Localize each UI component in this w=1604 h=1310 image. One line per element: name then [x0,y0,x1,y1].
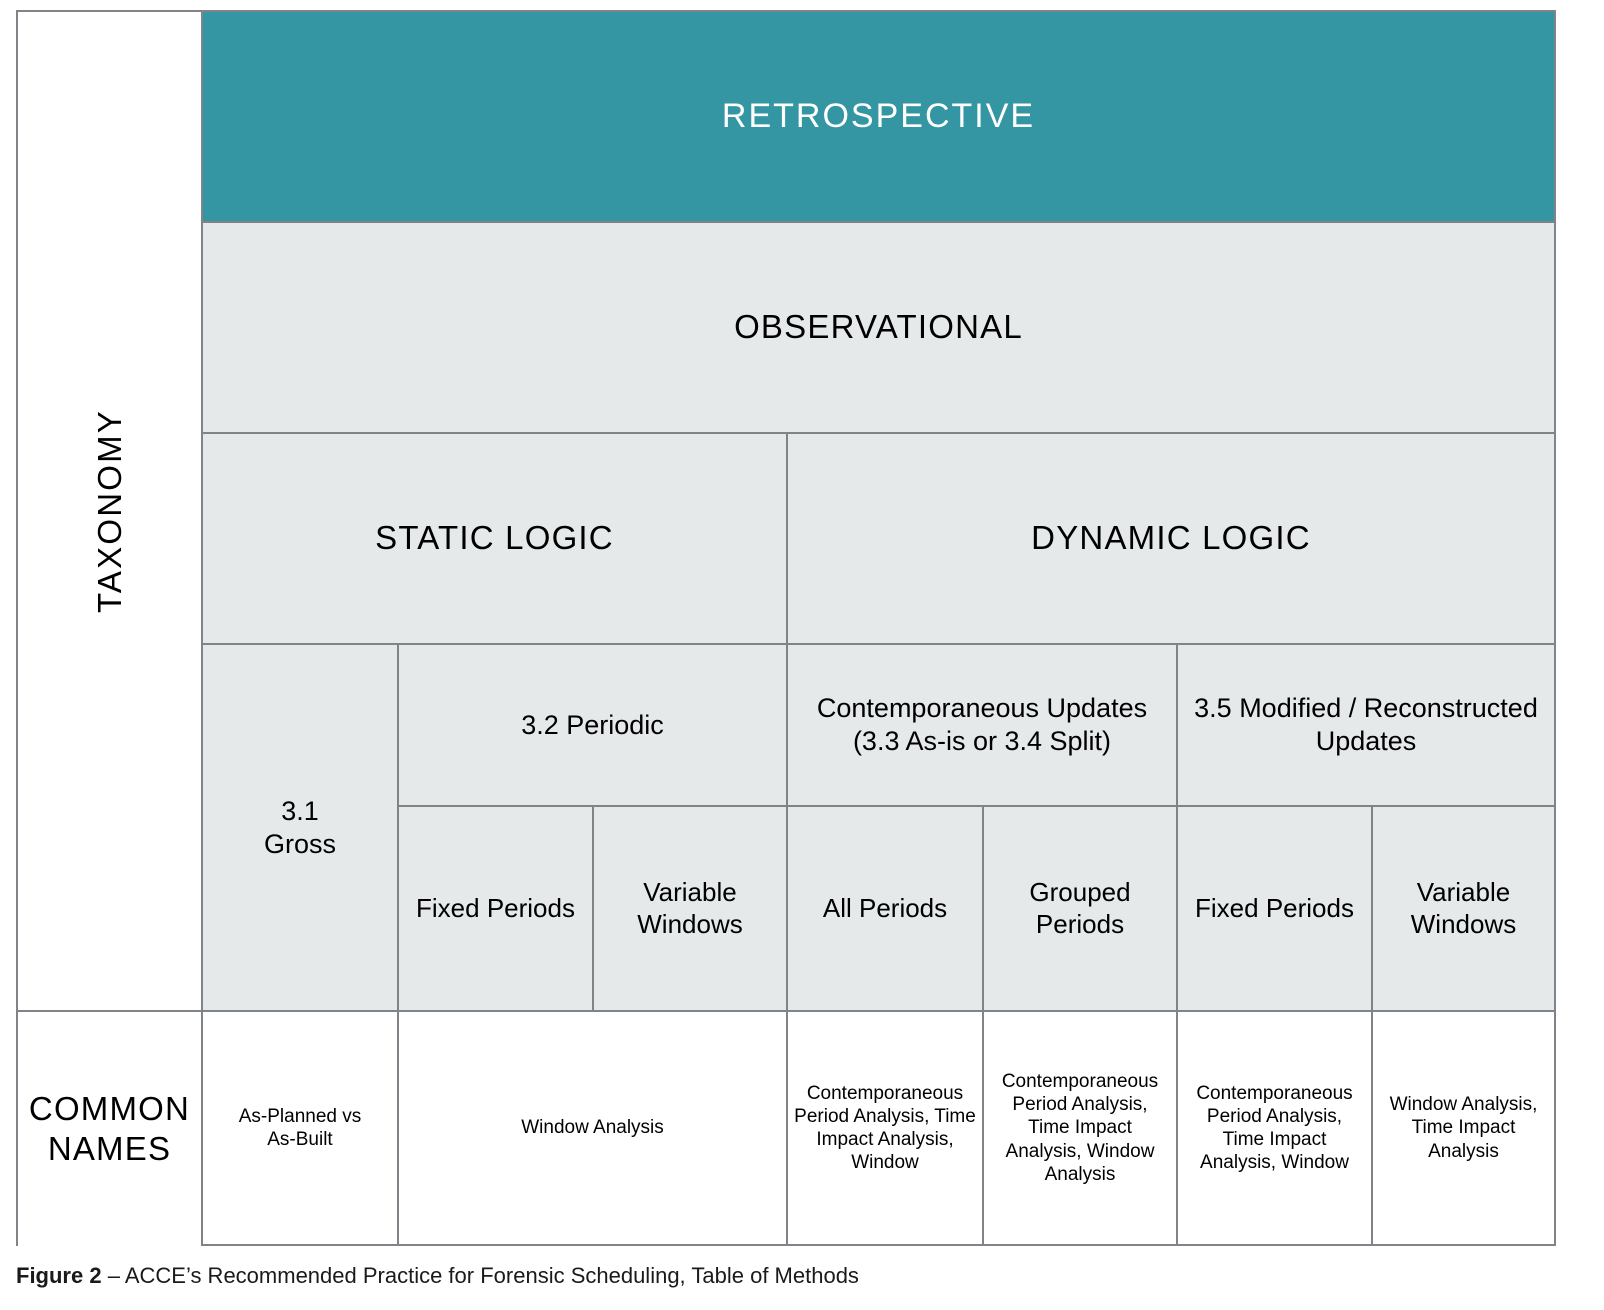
level5-fixed-periods-dynamic-cell: Fixed Periods [1176,805,1371,1010]
taxonomy-row-label: TAXONOMY [16,10,201,1010]
level5-fixed-periods-dynamic-label: Fixed Periods [1195,892,1354,923]
level4-gross-line2: Gross [263,828,336,859]
common-name-window-analysis-cell: Window Analysis [397,1010,786,1246]
level3-static-logic-cell: STATIC LOGIC [201,432,786,643]
figure-caption-label: Figure 2 [16,1263,102,1288]
level5-variable-windows-static-line1: Variable [643,876,737,907]
figure-caption-separator: – [101,1263,125,1288]
level5-variable-windows-dynamic-line1: Variable [1416,876,1511,907]
level2-observational-label: OBSERVATIONAL [734,308,1023,346]
level1-retrospective-cell: RETROSPECTIVE [201,10,1556,221]
level5-variable-windows-dynamic-line2: Windows [1410,908,1517,939]
figure-caption: Figure 2 – ACCE’s Recommended Practice f… [16,1262,1576,1290]
level4-modified-reconstructed-line1: 3.5 Modified / Reconstructed [1194,693,1538,724]
common-name-all-periods-cell: Contemporaneous Period Analysis, Time Im… [786,1010,982,1246]
level5-all-periods-cell: All Periods [786,805,982,1010]
level3-dynamic-logic-label: DYNAMIC LOGIC [1031,519,1311,557]
common-name-gross-cell: As-Planned vs As-Built [201,1010,397,1246]
level5-variable-windows-dynamic-label: Variable Windows [1411,877,1516,940]
common-name-variable-windows-dynamic-label: Window Analysis, Time Impact Analysis [1389,1094,1538,1162]
common-name-fixed-periods-dynamic-cell: Contemporaneous Period Analysis, Time Im… [1176,1010,1371,1246]
level3-static-logic-label: STATIC LOGIC [375,519,614,557]
level1-retrospective-label: RETROSPECTIVE [721,96,1036,135]
level5-grouped-periods-label: Grouped Periods [1029,877,1130,940]
taxonomy-label-text: TAXONOMY [90,409,128,613]
level4-gross-label: 3.1 Gross [264,795,336,861]
figure-caption-text: ACCE’s Recommended Practice for Forensic… [124,1263,859,1288]
common-name-grouped-periods-label: Contemporaneous Period Analysis, Time Im… [1001,1071,1159,1185]
level5-grouped-periods-cell: Grouped Periods [982,805,1176,1010]
level4-modified-reconstructed-label: 3.5 Modified / Reconstructed Updates [1194,692,1538,758]
level4-modified-reconstructed-cell: 3.5 Modified / Reconstructed Updates [1176,643,1556,805]
level4-contemporaneous-updates-line2: (3.3 As-is or 3.4 Split) [852,726,1112,756]
common-name-grouped-periods-cell: Contemporaneous Period Analysis, Time Im… [982,1010,1176,1246]
common-names-row-label: COMMON NAMES [16,1010,201,1246]
level2-observational-cell: OBSERVATIONAL [201,221,1556,432]
level5-variable-windows-static-line2: Windows [637,908,743,939]
common-name-gross-label: As-Planned vs As-Built [238,1105,362,1150]
common-name-all-periods-label: Contemporaneous Period Analysis, Time Im… [794,1082,976,1174]
level5-fixed-periods-static-cell: Fixed Periods [397,805,592,1010]
common-name-variable-windows-dynamic-cell: Window Analysis, Time Impact Analysis [1371,1010,1556,1246]
level4-contemporaneous-updates-cell: Contemporaneous Updates (3.3 As-is or 3.… [786,643,1176,805]
level4-periodic-cell: 3.2 Periodic [397,643,786,805]
common-name-fixed-periods-dynamic-label: Contemporaneous Period Analysis, Time Im… [1196,1082,1353,1174]
level4-contemporaneous-updates-line1: Contemporaneous Updates [816,693,1148,724]
level5-variable-windows-static-cell: Variable Windows [592,805,786,1010]
level4-periodic-label: 3.2 Periodic [521,709,664,740]
level5-fixed-periods-static-label: Fixed Periods [416,892,575,923]
level5-all-periods-label: All Periods [822,892,948,923]
level5-grouped-periods-line2: Periods [1035,908,1125,939]
level5-variable-windows-dynamic-cell: Variable Windows [1371,805,1556,1010]
level4-modified-reconstructed-line2: Updates [1315,726,1417,756]
level4-gross-cell: 3.1 Gross [201,643,397,1010]
level4-gross-line1: 3.1 [281,795,319,826]
taxonomy-methods-table: TAXONOMY RETROSPECTIVE OBSERVATIONAL STA… [16,10,1556,1246]
level4-contemporaneous-updates-label: Contemporaneous Updates (3.3 As-is or 3.… [817,692,1147,758]
common-name-window-analysis-label: Window Analysis [521,1117,664,1139]
common-names-label-text: COMMON NAMES [28,1089,191,1167]
level5-grouped-periods-line1: Grouped [1029,876,1131,907]
level5-variable-windows-static-label: Variable Windows [637,877,742,940]
level3-dynamic-logic-cell: DYNAMIC LOGIC [786,432,1556,643]
